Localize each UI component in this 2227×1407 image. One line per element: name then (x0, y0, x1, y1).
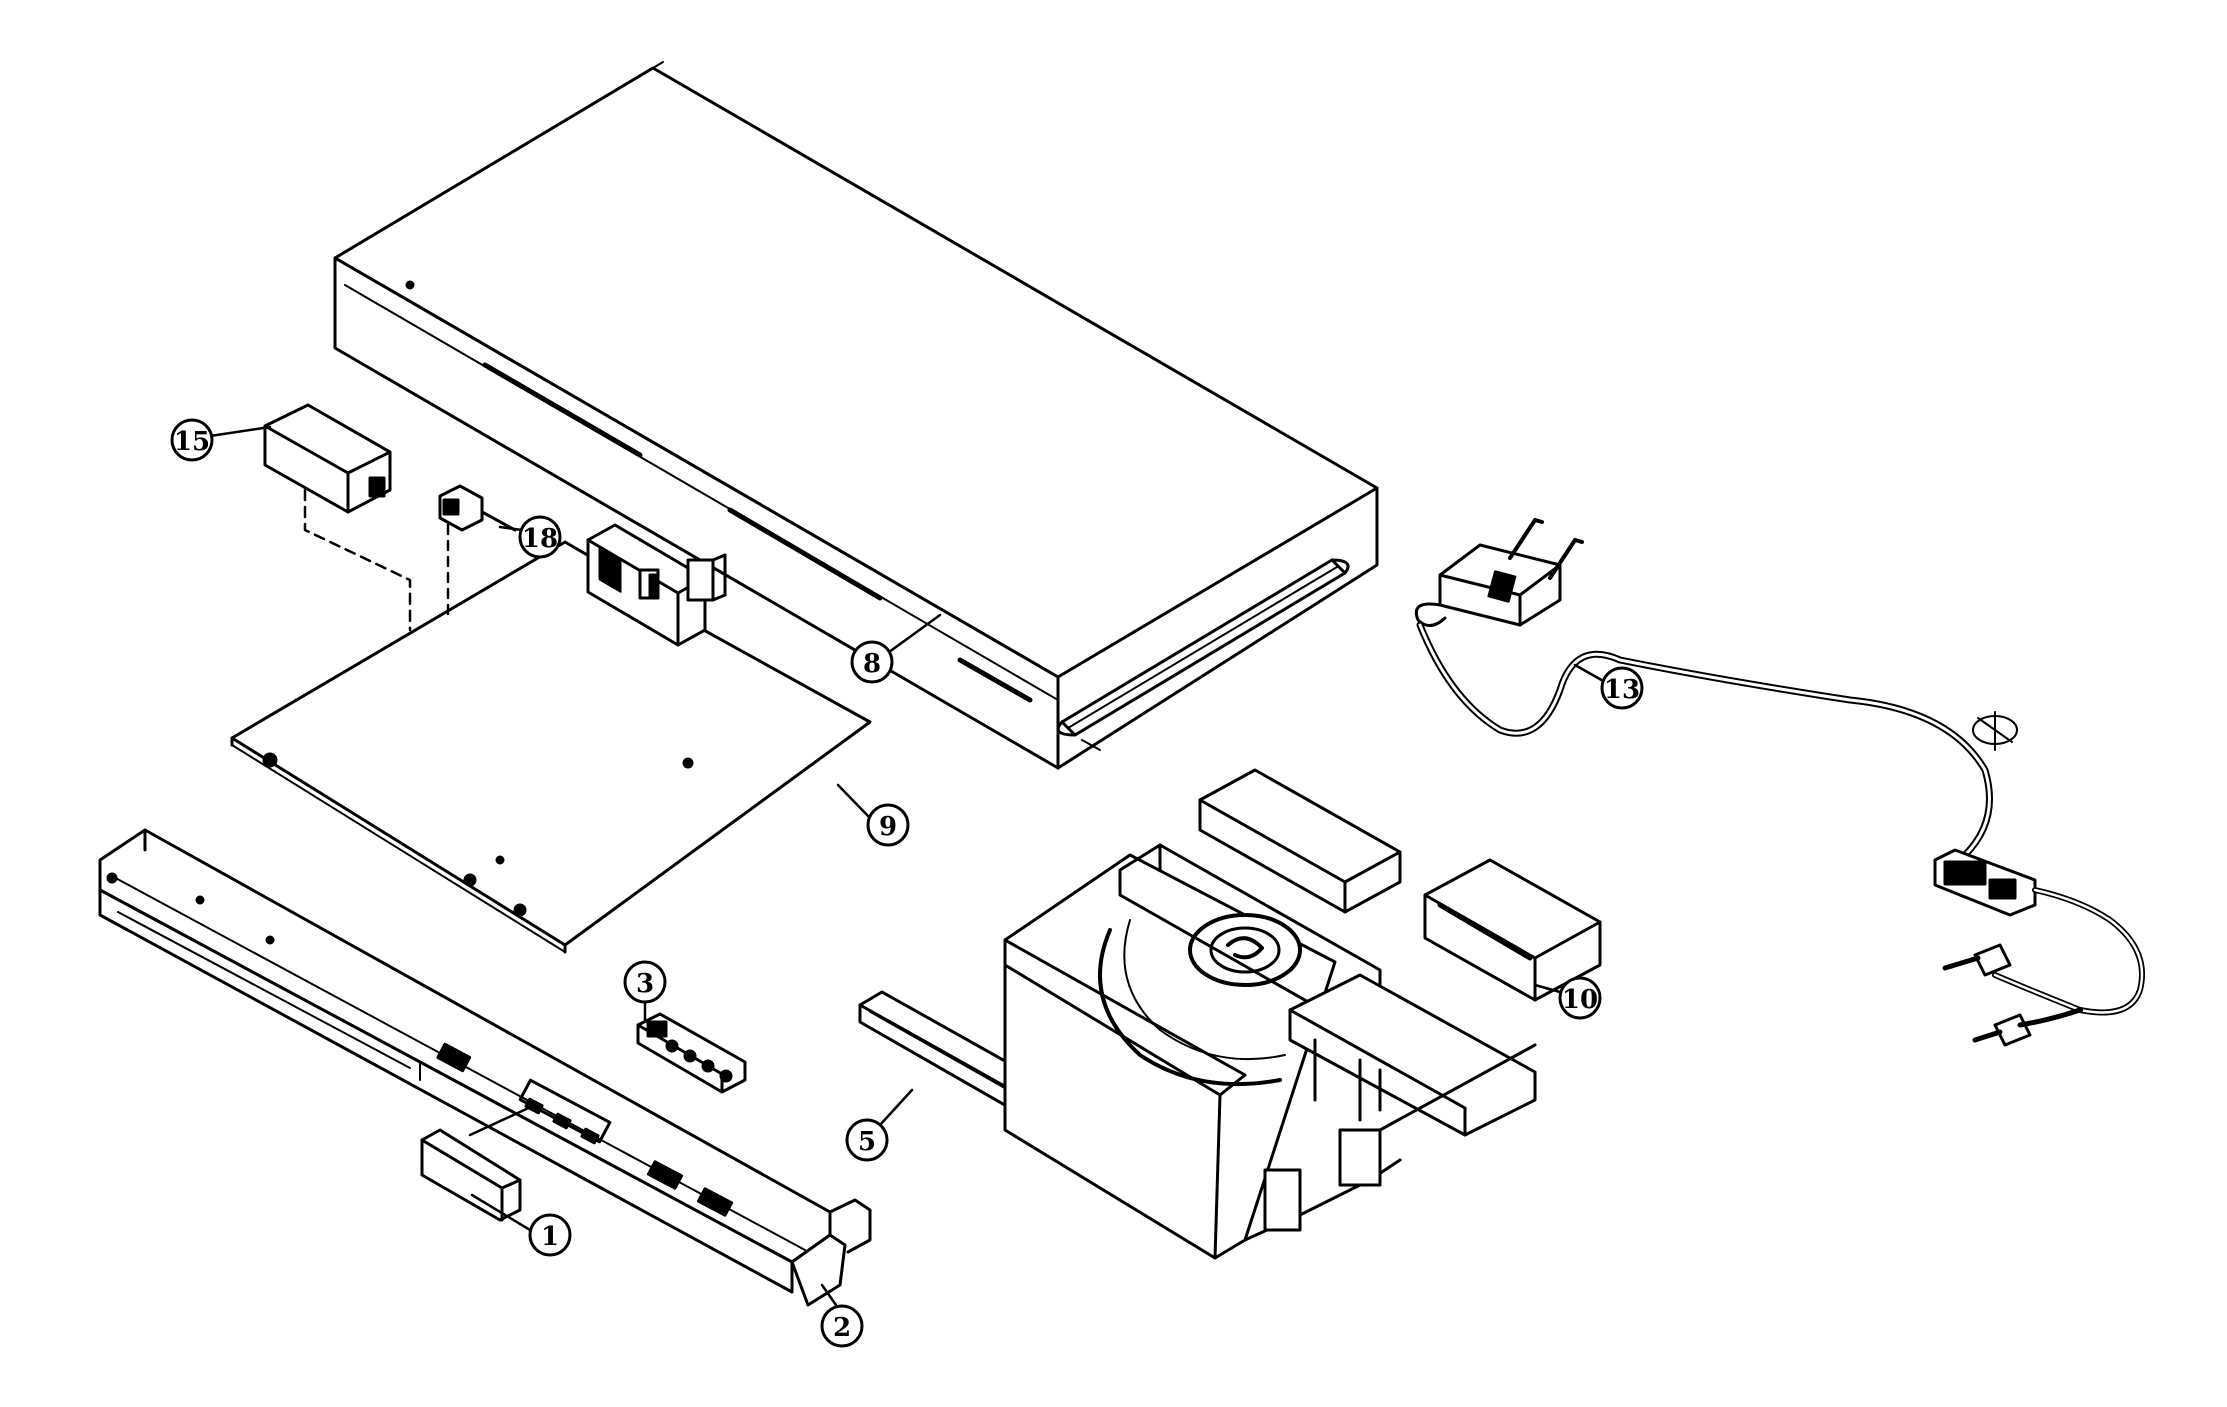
rear-bracket (263, 403, 412, 632)
callout-10: 10 (1558, 976, 1602, 1020)
callout-5: 5 (845, 1118, 889, 1162)
callout-label: 5 (858, 1127, 876, 1157)
display-window (420, 1103, 537, 1222)
callout-9: 9 (866, 803, 910, 847)
callout-label: 3 (636, 969, 654, 999)
leader-lines (208, 425, 1607, 1307)
callout-13: 13 (1600, 666, 1644, 710)
power-cord (1414, 518, 2145, 1047)
callout-label: 2 (833, 1313, 851, 1343)
callout-15: 15 (170, 418, 214, 462)
callout-label: 13 (1604, 675, 1640, 705)
front-panel (98, 828, 872, 1307)
callout-label: 15 (174, 427, 210, 457)
key-board-pcb (636, 998, 747, 1094)
main-pcb (230, 523, 872, 954)
top-cover (333, 61, 1379, 770)
dvd-loader (1003, 768, 1602, 1260)
connector-clip (438, 484, 517, 622)
callout-1: 1 (528, 1213, 572, 1257)
callout-8: 8 (850, 640, 894, 684)
callout-2: 2 (820, 1304, 864, 1348)
callout-label: 8 (863, 649, 881, 679)
callout-3: 3 (623, 960, 667, 1004)
callout-label: 10 (1562, 985, 1598, 1015)
callout-label: 18 (522, 524, 558, 554)
callout-label: 9 (879, 812, 897, 842)
callout-label: 1 (541, 1222, 559, 1252)
callout-18: 18 (518, 515, 562, 559)
